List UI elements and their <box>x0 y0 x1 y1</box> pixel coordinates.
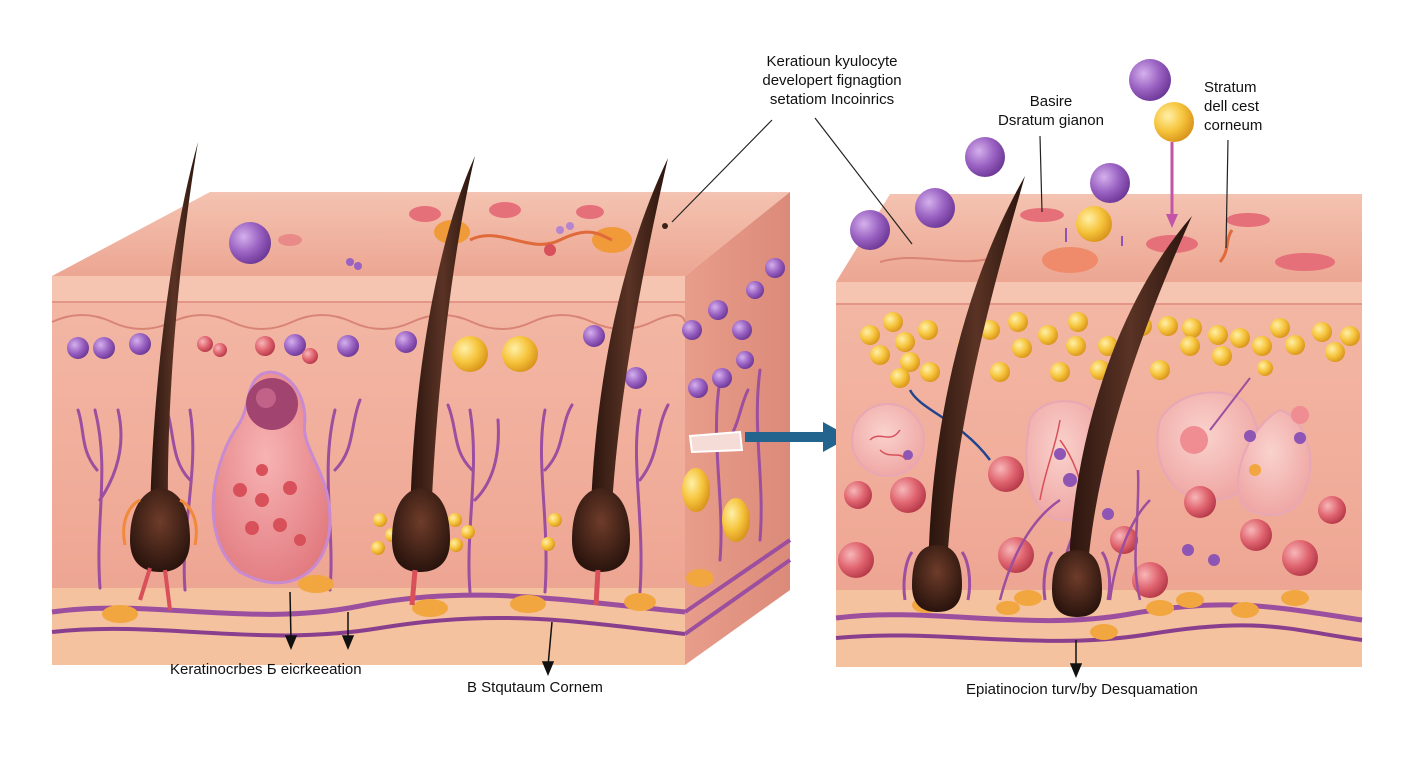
right-epidermis-band <box>836 282 1362 304</box>
left-skin-block <box>51 142 792 665</box>
label-stratum-corneum: Stratum dell cest corneum <box>1204 79 1263 134</box>
leader-lines <box>671 117 1229 249</box>
right-red-cells <box>838 448 1346 598</box>
left-epidermis-band <box>52 276 685 302</box>
label-stratum-cornem-bottom: B Stqutaum Cornem <box>467 679 603 696</box>
left-granular-cells <box>102 336 750 623</box>
left-basal-cells <box>67 258 785 398</box>
label-keratinocyte-development: Keratioun kyulocyte developert fignagtio… <box>762 53 902 108</box>
down-arrow-icon <box>284 591 1083 678</box>
left-block-top-face <box>52 192 790 276</box>
floating-cells <box>850 59 1194 250</box>
left-subcutis-band <box>52 588 685 665</box>
label-keratinocytes-bottom: Keratinocrbes Б eicrkeeation <box>170 661 362 678</box>
label-basire-stratum: Basire Dsratum gianon <box>998 93 1104 129</box>
right-hair-follicles <box>902 176 1192 617</box>
left-sweat-gland <box>211 370 332 585</box>
label-desquamation-bottom: Epiatinocion turv/by Desquamation <box>966 681 1198 698</box>
right-skin-block <box>835 176 1363 667</box>
left-blood-vessels <box>76 368 763 594</box>
left-hair-follicles <box>122 142 668 611</box>
right-granular-cells <box>860 312 1360 640</box>
